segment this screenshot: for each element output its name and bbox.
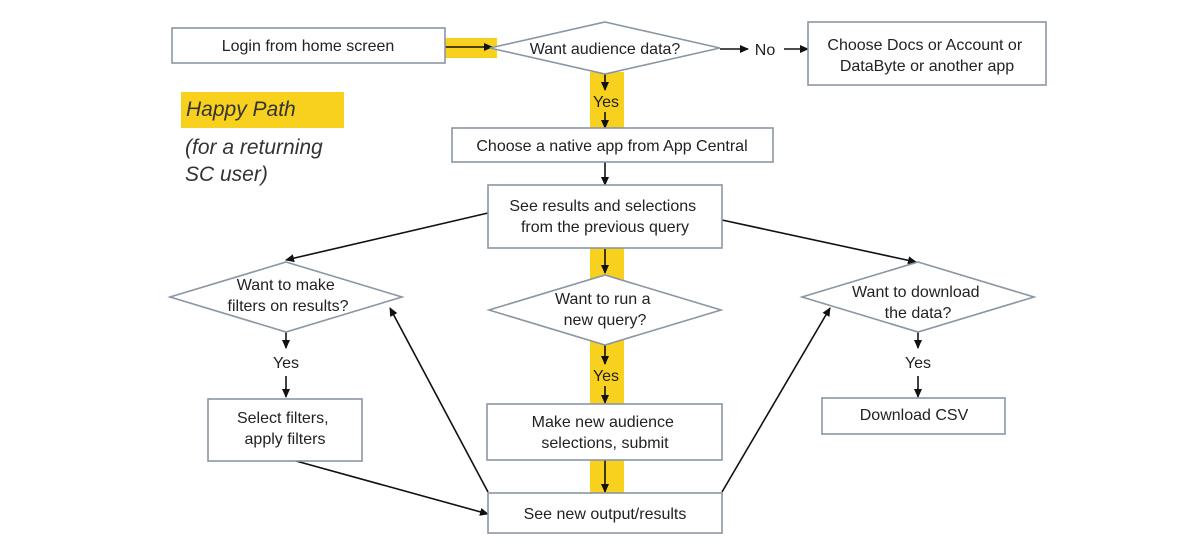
- text-want-run: Want to run a new query?: [555, 291, 655, 329]
- process-boxes: [171, 21, 1047, 534]
- decision-diamonds: [167, 21, 1037, 346]
- text-want-audience: Want audience data?: [530, 41, 681, 58]
- diamond-want-download: [799, 261, 1037, 333]
- node-texts: Login from home screen Want audience dat…: [222, 37, 1026, 523]
- diamond-want-run: [486, 274, 724, 346]
- box-choose-docs: [807, 21, 1047, 86]
- text-see-new-output: See new output/results: [524, 506, 687, 523]
- text-choose-docs: Choose Docs or Account or DataByte or an…: [827, 37, 1026, 75]
- box-download-csv: [821, 397, 1006, 435]
- label-yes-download: Yes: [905, 355, 931, 372]
- text-want-download: Want to download the data?: [852, 284, 984, 322]
- arrow-output-to-filters: [389, 307, 489, 493]
- text-want-filters: Want to make filters on results?: [228, 277, 349, 315]
- text-download-csv: Download CSV: [860, 407, 969, 424]
- subtitle-line-1: (for a returning: [185, 136, 323, 159]
- happy-path-badge: Happy Path: [181, 92, 344, 128]
- text-make-new: Make new audience selections, submit: [532, 414, 679, 452]
- edge-labels: No Yes Yes Yes Yes: [273, 42, 931, 385]
- connectors: [282, 43, 922, 516]
- arrow-results-to-filters: [285, 212, 489, 263]
- label-no: No: [755, 42, 776, 59]
- box-see-results: [487, 184, 723, 249]
- label-yes-filters: Yes: [273, 355, 299, 372]
- happy-path-title: Happy Path: [186, 98, 296, 121]
- box-select-filters: [207, 398, 363, 462]
- arrow-output-to-download: [721, 307, 831, 493]
- box-see-new-output: [487, 492, 723, 534]
- subtitle-line-2: SC user): [185, 163, 268, 186]
- arrow-select-to-output: [295, 460, 489, 516]
- diamond-want-filters: [167, 261, 405, 333]
- diamond-want-audience: [489, 21, 721, 75]
- box-choose-native: [451, 127, 774, 163]
- text-login: Login from home screen: [222, 38, 395, 55]
- label-yes-run: Yes: [593, 368, 619, 385]
- happy-path-subtitle: (for a returning SC user): [185, 134, 323, 188]
- label-yes-audience: Yes: [593, 94, 619, 111]
- text-choose-native: Choose a native app from App Central: [476, 138, 747, 155]
- text-see-results: See results and selections from the prev…: [509, 198, 700, 236]
- box-make-new: [486, 403, 723, 461]
- arrow-results-to-download: [721, 219, 917, 265]
- box-login: [171, 27, 446, 64]
- text-select-filters: Select filters, apply filters: [237, 410, 333, 448]
